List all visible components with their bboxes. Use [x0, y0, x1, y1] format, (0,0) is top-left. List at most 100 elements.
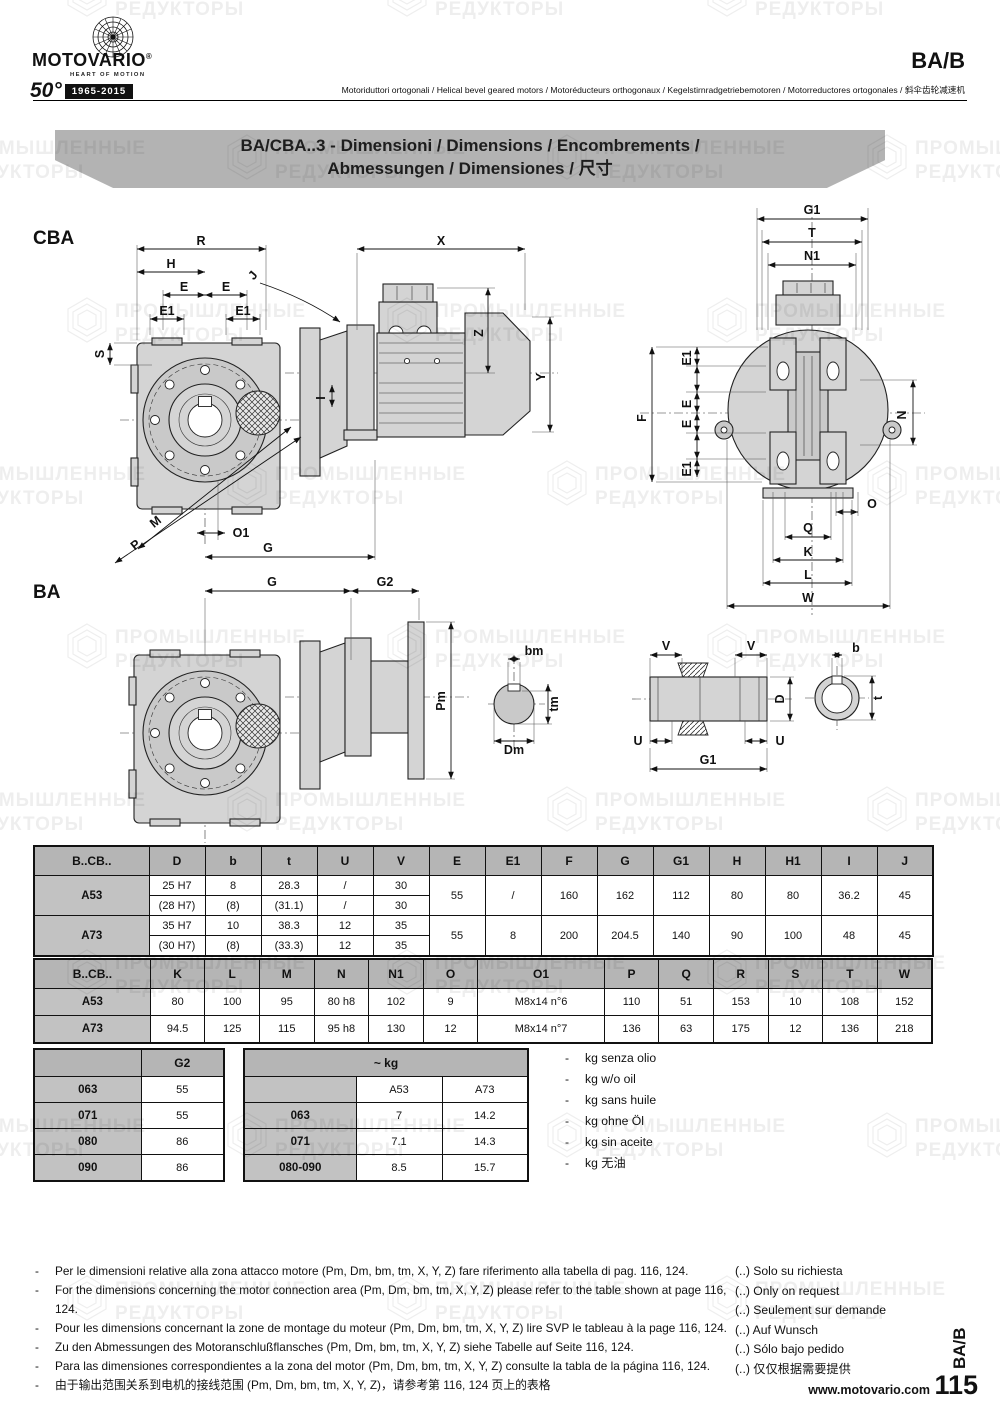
cell: 115 [258, 1015, 315, 1044]
brand-tagline: HEART OF MOTION [70, 72, 146, 78]
model-cell: 063 [33, 1076, 142, 1103]
cell: 30 [372, 875, 430, 896]
cell: M8x14 n°7 [477, 1015, 605, 1044]
cell: 204.5 [596, 915, 654, 957]
g2-table: G2 063 55 071 55 080 86 090 86 [33, 1048, 225, 1182]
dim-label-pm: Pm [434, 691, 448, 710]
table-row: 071 55 [33, 1102, 225, 1129]
col-header: E1 [484, 845, 542, 876]
dim-label-dm: Dm [504, 743, 524, 757]
on-request-notes: (..) Solo su richiesta (..) Only on requ… [735, 1262, 975, 1379]
dim-label-m: M [147, 513, 164, 530]
cell: 12 [316, 915, 374, 936]
cell: 90 [708, 915, 766, 957]
cell: 14.2 [441, 1102, 529, 1129]
ba-view-drawing: BA G G2 Pm bm [33, 575, 561, 843]
rear-view-drawing: G1 T N1 F E1 E E E1 N [635, 203, 925, 615]
col-header: B..CB.. [33, 845, 150, 876]
dim-label-y: Y [534, 372, 548, 381]
footnotes: -Per le dimensioni relative alla zona at… [35, 1262, 735, 1395]
dim-label-e1: E1 [680, 461, 694, 476]
kg-note: -kg senza olio [565, 1051, 657, 1065]
col-header: U [316, 845, 374, 876]
cell: 200 [540, 915, 598, 957]
cell: M8x14 n°6 [477, 988, 605, 1016]
cell: 153 [712, 988, 769, 1016]
hollow-shaft-drawing: V V U U G1 D b t [632, 639, 885, 772]
cell: 130 [368, 1015, 424, 1044]
dim-label-e: E [222, 280, 230, 294]
table-row: 071 7.1 14.3 [243, 1128, 529, 1155]
cell: (33.3) [260, 935, 318, 957]
col-header: V [372, 845, 430, 876]
dim-label-w: W [802, 591, 814, 605]
col-header: J [876, 845, 934, 876]
banner-line1: BA/CBA..3 - Dimensioni / Dimensions / En… [240, 136, 700, 155]
cell: 55 [140, 1102, 225, 1129]
cell: 35 H7 [148, 915, 206, 936]
anniversary-years-badge: 1965-2015 [64, 83, 134, 99]
dim-label-u: U [775, 734, 784, 748]
col-header: G1 [652, 845, 710, 876]
cell: 45 [876, 875, 934, 916]
kg-notes: -kg senza olio -kg w/o oil -kg sans huil… [565, 1048, 656, 1174]
dim-label-k: K [803, 545, 812, 559]
cell: 218 [876, 1015, 933, 1044]
cell: 15.7 [441, 1154, 529, 1182]
cell: 8 [204, 875, 262, 896]
anniversary-50: 50° [30, 79, 62, 102]
cell: 12 [767, 1015, 824, 1044]
footnote: -由于输出范围关系到电机的接线范围 (Pm, Dm, bm, tm, X, Y,… [35, 1378, 551, 1392]
model-cell: 071 [33, 1102, 142, 1129]
dim-label-e1: E1 [235, 304, 250, 318]
kg-note: -kg w/o oil [565, 1072, 636, 1086]
cell: 80 [149, 988, 206, 1016]
cell: 136 [603, 1015, 660, 1044]
blank-cell [243, 1076, 357, 1103]
col-header: Q [658, 958, 714, 989]
kg-note: -kg sin aceite [565, 1135, 653, 1149]
cell: 86 [140, 1154, 225, 1182]
cell: 102 [368, 988, 424, 1016]
dim-label-e1: E1 [680, 350, 694, 365]
dim-label-r: R [196, 234, 205, 248]
dim-label-j: J [245, 268, 260, 282]
dim-label-d: D [773, 694, 787, 703]
dim-label-t: T [808, 226, 816, 240]
dim-label-v: V [747, 639, 756, 653]
request-note: (..) Seulement sur demande [735, 1303, 887, 1317]
dim-label-tm: tm [547, 696, 561, 711]
cell: 80 [764, 875, 822, 916]
dim-label-bm: bm [525, 644, 544, 658]
footnote: -For the dimensions concerning the motor… [35, 1283, 727, 1316]
table-row: (30 H7) (8) (33.3) 12 35 [34, 935, 933, 957]
table-row: 080 86 [33, 1128, 225, 1155]
table-row: 080-090 8.5 15.7 [243, 1154, 529, 1182]
cell: 108 [822, 988, 878, 1016]
col-header: P [603, 958, 660, 989]
col-header: N1 [368, 958, 424, 989]
table-header-row: G2 [33, 1048, 225, 1077]
cell: 35 [372, 915, 430, 936]
cell: 9 [422, 988, 479, 1016]
motovario-rosette-icon [92, 16, 134, 58]
cell: 95 h8 [313, 1015, 370, 1044]
footnote: -Zu den Abmessungen des Motoranschlußfla… [35, 1340, 634, 1354]
cell: 80 h8 [313, 988, 370, 1016]
cell: (28 H7) [148, 895, 206, 916]
cell: 38.3 [260, 915, 318, 936]
table-row: A53 A73 [243, 1076, 529, 1103]
request-note: (..) Solo su richiesta [735, 1264, 843, 1278]
cell: 94.5 [149, 1015, 206, 1044]
cell: 10 [767, 988, 824, 1016]
ba-view-title: BA [33, 582, 61, 603]
kg-note: -kg 无油 [565, 1156, 626, 1170]
cell: 8.5 [355, 1154, 443, 1182]
model-cell: 071 [243, 1128, 357, 1155]
side-product-code: BA/B [950, 1327, 969, 1369]
dim-label-t: t [871, 695, 885, 700]
col-header: F [540, 845, 598, 876]
